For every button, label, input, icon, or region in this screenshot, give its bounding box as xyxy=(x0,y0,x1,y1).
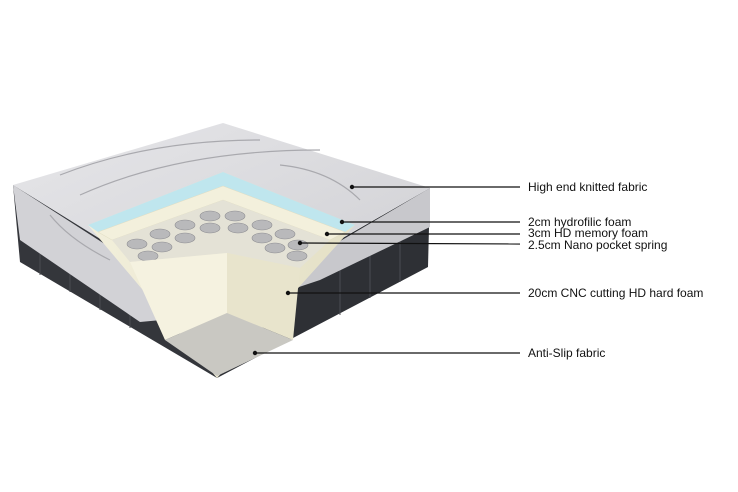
label-pocket-spring: 2.5cm Nano pocket spring xyxy=(528,238,667,252)
hardfoam-block-top-left xyxy=(130,253,227,340)
antislip-floor xyxy=(165,313,293,376)
label-knitted-fabric: High end knitted fabric xyxy=(528,180,647,194)
callout-lines xyxy=(255,186,521,354)
label-memory-foam: 3cm HD memory foam xyxy=(528,226,648,240)
label-hard-foam: 20cm CNC cutting HD hard foam xyxy=(528,286,703,300)
knit-pattern xyxy=(49,139,361,261)
hardfoam-block-right xyxy=(227,253,300,340)
hydrofilic-foam-layer xyxy=(88,172,355,232)
callout-dots xyxy=(252,184,355,356)
label-hydrofilic-foam: 2cm hydrofilic foam xyxy=(528,215,631,229)
label-anti-slip-fabric: Anti-Slip fabric xyxy=(528,346,605,360)
